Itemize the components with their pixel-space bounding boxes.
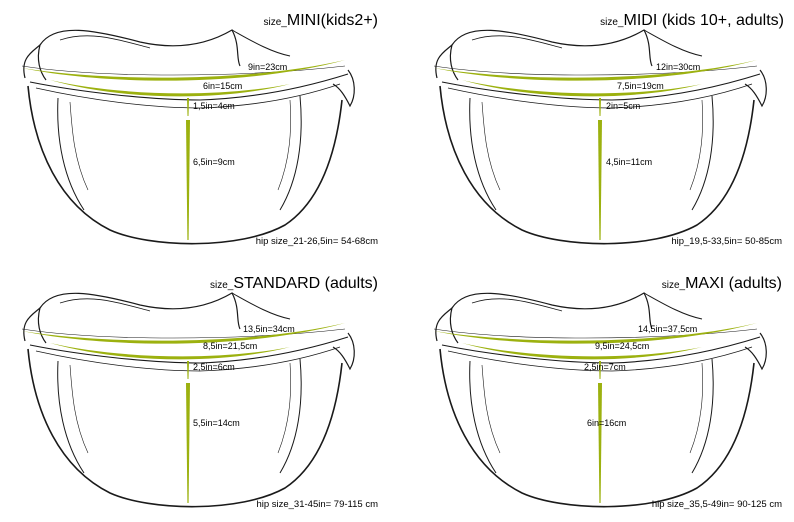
panel-standard: size_STANDARD (adults) 13,5in=34cm 8,5in… — [21, 275, 378, 510]
measure-height: 4,5in=11cm — [606, 157, 652, 167]
measure-mid: 7,5in=19cm — [617, 81, 664, 91]
measure-height: 6,5in=9cm — [193, 157, 235, 167]
measure-top: 12in=30cm — [656, 62, 700, 72]
hip-size: hip size_21-26,5in= 54-68cm — [256, 236, 378, 247]
panel-mini: size_MINI(kids2+) 9in=23cm 6in=15cm 1,5i… — [21, 12, 378, 247]
measure-small: 1,5in=4cm — [193, 101, 235, 111]
panel-maxi: size_MAXI (adults) 14,5in=37,5cm 9,5in=2… — [433, 275, 782, 510]
measure-small: 2in=5cm — [606, 101, 640, 111]
measure-top: 13,5in=34cm — [243, 324, 295, 334]
hip-size: hip_19,5-33,5in= 50-85cm — [671, 236, 782, 247]
measure-small: 2,5in=6cm — [193, 362, 235, 372]
hip-size: hip size_35,5-49in= 90-125 cm — [652, 499, 782, 510]
hip-size: hip size_31-45in= 79-115 cm — [256, 499, 378, 510]
panel-title: size_MINI(kids2+) — [264, 12, 378, 29]
measure-top: 14,5in=37,5cm — [638, 324, 697, 334]
panel-midi: size_MIDI (kids 10+, adults) 12in=30cm 7… — [433, 12, 784, 247]
measure-mid: 8,5in=21,5cm — [203, 341, 257, 351]
measurement-lines — [22, 323, 345, 503]
measure-mid: 6in=15cm — [203, 81, 242, 91]
measure-height: 6in=16cm — [587, 418, 626, 428]
measurement-lines — [22, 60, 345, 240]
panel-title: size_MAXI (adults) — [662, 275, 782, 292]
panel-title: size_STANDARD (adults) — [210, 275, 378, 292]
panel-title: size_MIDI (kids 10+, adults) — [600, 12, 784, 29]
measure-small: 2,5in=7cm — [584, 362, 626, 372]
measure-mid: 9,5in=24,5cm — [595, 341, 649, 351]
measurement-lines — [434, 60, 757, 240]
measure-height: 5,5in=14cm — [193, 418, 240, 428]
measure-top: 9in=23cm — [248, 62, 287, 72]
